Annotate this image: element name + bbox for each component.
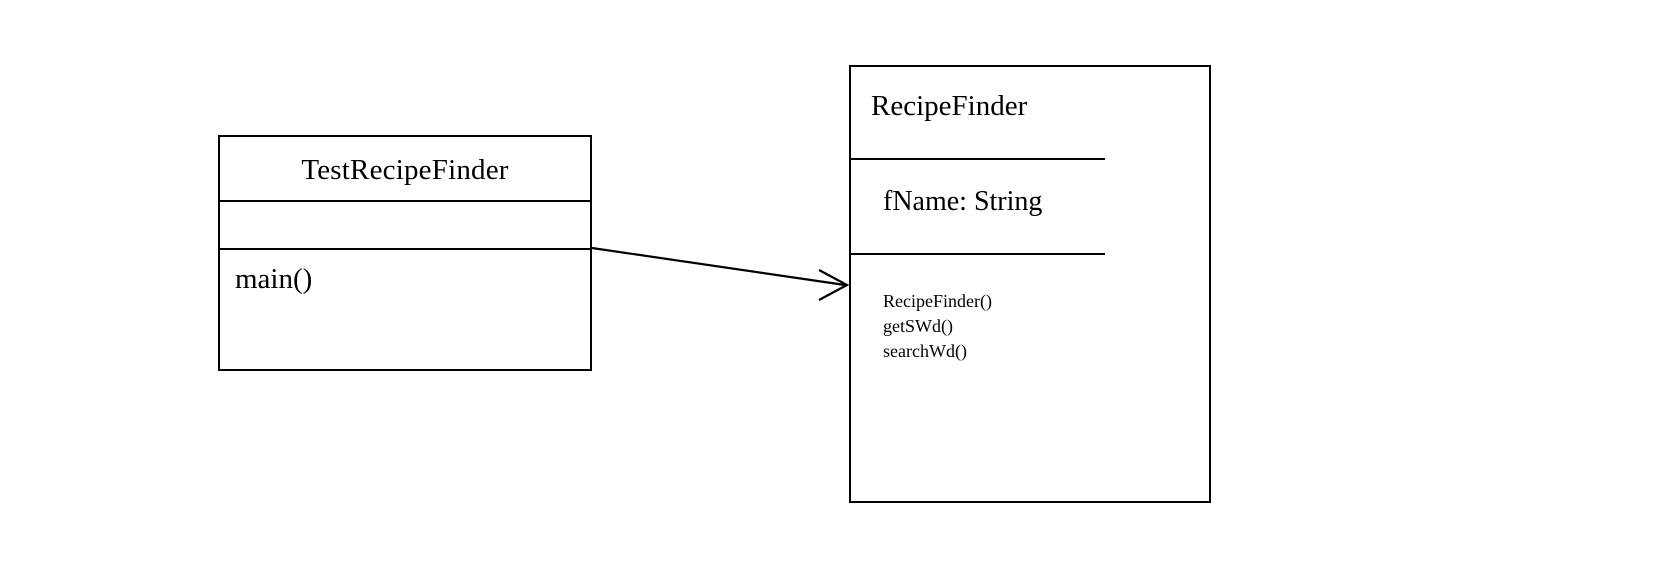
- operation-item: RecipeFinder(): [883, 291, 992, 311]
- association-line: [591, 246, 846, 287]
- operation-item: getSWd(): [883, 316, 953, 336]
- association-test-recipe-finder-to-recipe-finder[interactable]: [591, 246, 850, 301]
- class-name-test-recipe-finder: TestRecipeFinder: [301, 154, 509, 186]
- compartment-separator: [851, 158, 1105, 160]
- open-arrowhead-icon: [818, 269, 850, 301]
- uml-class-recipe-finder[interactable]: RecipeFinder fName: String RecipeFinder(…: [849, 65, 1211, 503]
- operation-item: searchWd(): [883, 341, 967, 361]
- class-name-recipe-finder: RecipeFinder: [871, 90, 1028, 122]
- operations-compartment-recipe-finder: RecipeFinder() getSWd() searchWd(): [883, 289, 992, 364]
- operation-item: main(): [235, 263, 313, 295]
- uml-class-test-recipe-finder[interactable]: TestRecipeFinder main(): [218, 135, 592, 371]
- compartment-separator: [851, 253, 1105, 255]
- attributes-compartment-recipe-finder: fName: String: [883, 185, 1042, 219]
- compartment-separator: [220, 248, 590, 250]
- operations-compartment-test-recipe-finder: main(): [235, 261, 312, 297]
- attribute-item: fName: String: [883, 186, 1043, 217]
- compartment-separator: [220, 200, 590, 202]
